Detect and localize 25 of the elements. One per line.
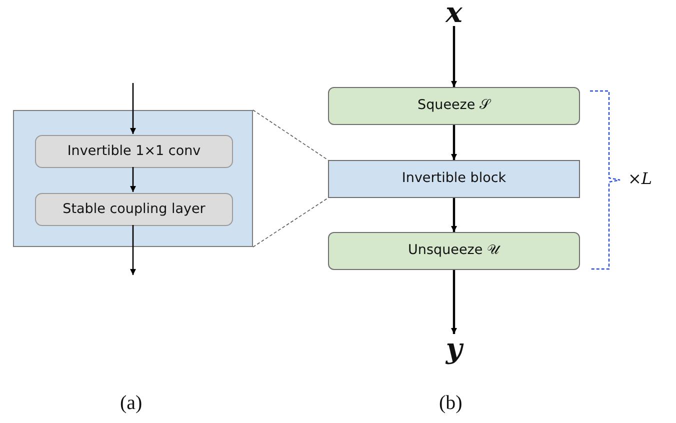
arrow <box>130 167 136 192</box>
box-label: Invertible 1×1 conv <box>67 144 201 158</box>
zoom-line <box>252 198 328 248</box>
process-box <box>35 135 233 168</box>
arrow <box>130 83 136 134</box>
box-label: Stable coupling layer <box>62 202 206 216</box>
box-label: Squeeze 𝒮 <box>418 99 490 113</box>
arrow <box>451 125 457 160</box>
subfigure-label: (a) <box>120 392 142 415</box>
box-label: Unsqueeze 𝒰 <box>408 244 500 258</box>
process-box <box>35 193 233 226</box>
arrow <box>451 198 457 232</box>
process-box <box>328 160 580 198</box>
arrow <box>130 225 136 275</box>
subfigure-label: (b) <box>439 392 462 415</box>
repeat-label: ×L <box>628 169 652 188</box>
box-label: Invertible block <box>402 172 506 186</box>
variable-symbol: x <box>446 0 462 27</box>
detail-panel <box>13 110 253 247</box>
arrow <box>451 26 457 87</box>
process-box <box>328 87 580 125</box>
arrow <box>451 270 457 334</box>
variable-symbol: y <box>446 335 462 363</box>
process-box <box>328 232 580 270</box>
zoom-line <box>252 110 328 160</box>
